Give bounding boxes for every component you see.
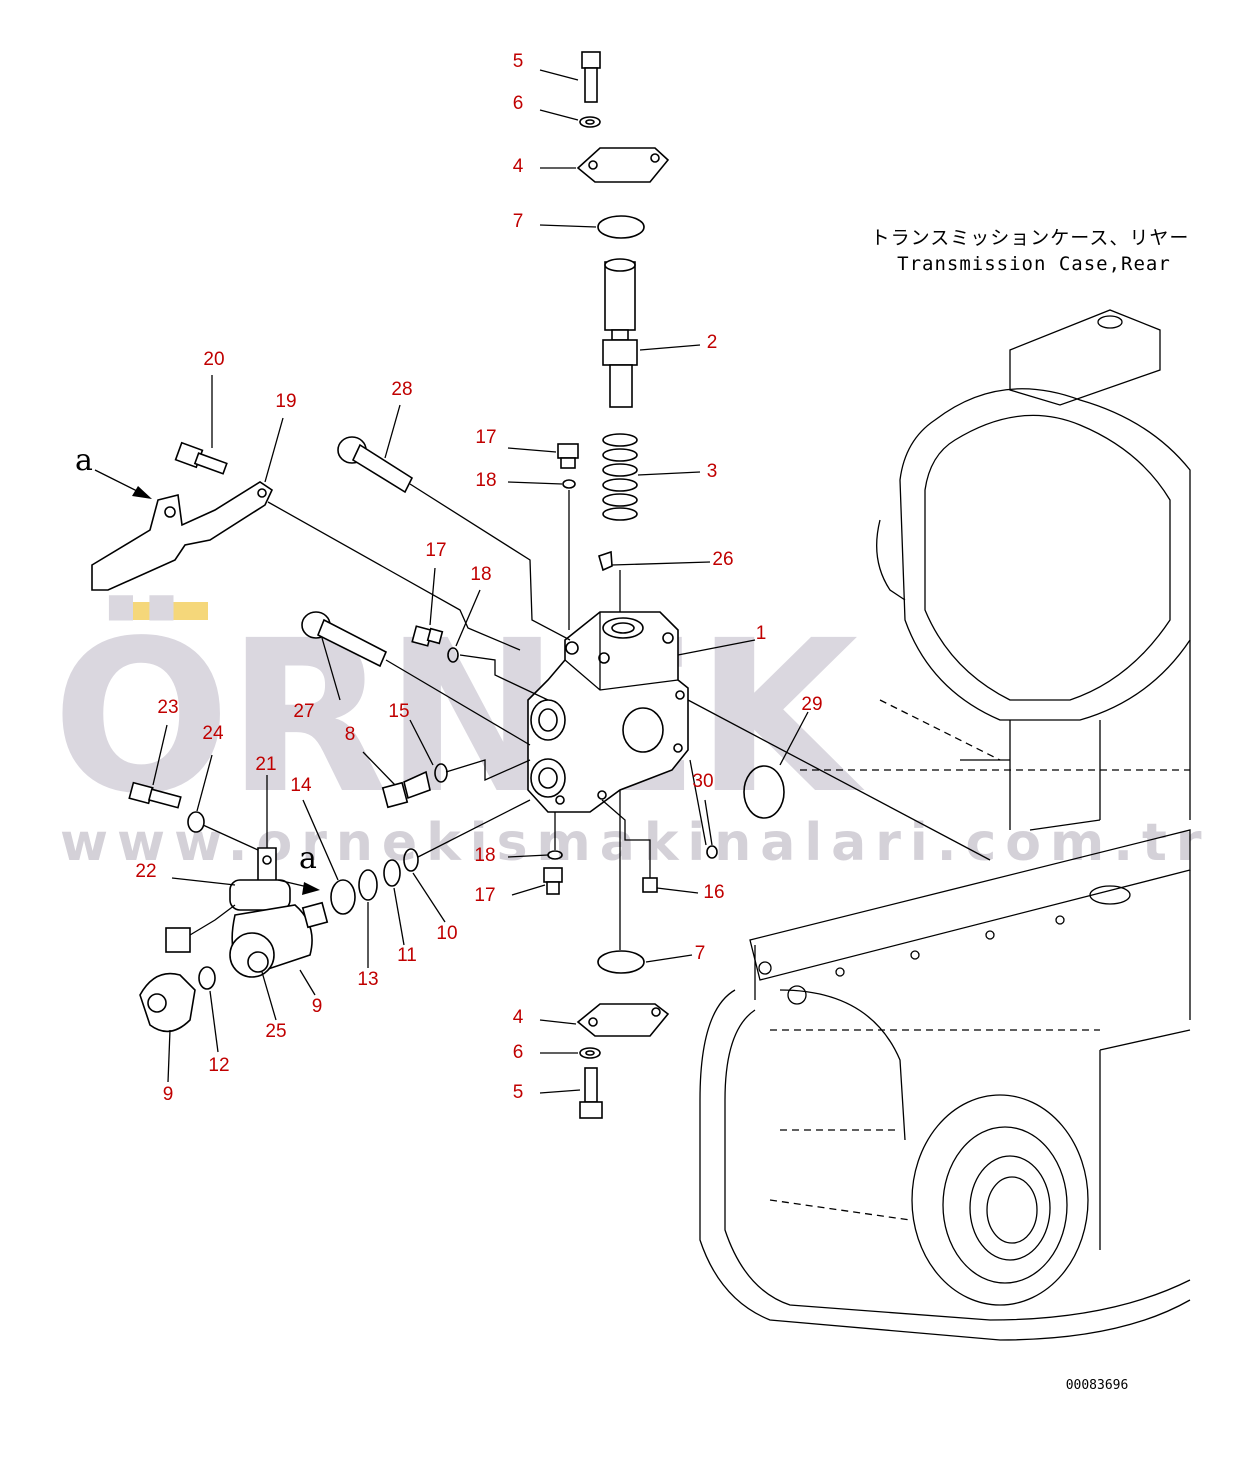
plug-16 bbox=[642, 877, 658, 893]
title-english: Transmission Case,Rear bbox=[897, 253, 1171, 275]
callout-4-bottom: 4 bbox=[513, 1007, 524, 1028]
bolt-5-bottom bbox=[579, 1067, 603, 1119]
callout-9-bottom: 9 bbox=[163, 1084, 174, 1105]
o-ring-18-top bbox=[562, 479, 576, 489]
o-ring-15 bbox=[434, 763, 448, 783]
callout-15: 15 bbox=[388, 701, 409, 722]
figure-title: トランスミッションケース、リヤー Transmission Case,Rear bbox=[871, 227, 1190, 275]
connector-25 bbox=[247, 951, 269, 973]
leader-lines bbox=[94, 69, 991, 1094]
callout-27: 27 bbox=[293, 701, 314, 722]
callout-8: 8 bbox=[345, 724, 356, 745]
callout-11: 11 bbox=[397, 945, 417, 966]
callout-21: 21 bbox=[255, 754, 276, 775]
spool-2 bbox=[602, 258, 638, 408]
callout-10: 10 bbox=[436, 923, 457, 944]
cover-4-top bbox=[576, 147, 670, 183]
callout-25: 25 bbox=[265, 1021, 286, 1042]
callout-7: 7 bbox=[513, 211, 524, 232]
plug-17-top bbox=[557, 443, 579, 469]
callout-17: 17 bbox=[475, 427, 496, 448]
callout-4: 4 bbox=[513, 156, 524, 177]
callout-18: 18 bbox=[475, 470, 496, 491]
callout-14: 14 bbox=[290, 775, 312, 796]
pin-30 bbox=[706, 845, 718, 859]
callout-6: 6 bbox=[513, 93, 524, 114]
callout-26: 26 bbox=[712, 549, 733, 570]
plug-17-mid bbox=[411, 625, 444, 647]
watermark-accent-right bbox=[170, 602, 208, 620]
o-ring-10 bbox=[403, 848, 419, 872]
view-marker-a-bottom: a bbox=[299, 841, 317, 876]
plug-26 bbox=[598, 550, 613, 572]
callout-17-bottom: 17 bbox=[474, 885, 495, 906]
callout-5: 5 bbox=[513, 51, 524, 72]
o-ring-29 bbox=[743, 765, 785, 819]
callout-30: 30 bbox=[692, 771, 713, 792]
o-ring-18-mid bbox=[447, 647, 459, 663]
callout-29: 29 bbox=[801, 694, 822, 715]
plug-8 bbox=[381, 770, 431, 809]
title-japanese: トランスミッションケース、リヤー bbox=[871, 227, 1190, 249]
callout-18-bottom: 18 bbox=[474, 845, 495, 866]
solenoid-assembly-9 bbox=[165, 847, 329, 978]
callout-6-bottom: 6 bbox=[513, 1042, 524, 1063]
callout-13: 13 bbox=[357, 969, 378, 990]
callout-19: 19 bbox=[275, 391, 296, 412]
callout-17-mid: 17 bbox=[425, 540, 446, 561]
callout-9: 9 bbox=[312, 996, 323, 1017]
o-ring-11 bbox=[383, 859, 401, 887]
part-callouts: 5 6 4 7 2 3 20 19 28 17 18 26 17 18 1 27… bbox=[135, 51, 822, 1105]
callout-20: 20 bbox=[203, 349, 224, 370]
parts-drawing bbox=[91, 51, 785, 1119]
callout-7-bottom: 7 bbox=[695, 943, 706, 964]
callout-1: 1 bbox=[756, 623, 767, 644]
bolt-20 bbox=[174, 441, 228, 475]
connector bbox=[165, 927, 191, 953]
transmission-case-drawing bbox=[699, 309, 1191, 1341]
callout-23: 23 bbox=[157, 697, 178, 718]
callout-28: 28 bbox=[391, 379, 412, 400]
document-number: 00083696 bbox=[1066, 1378, 1129, 1393]
spring-3 bbox=[602, 433, 638, 521]
callout-16: 16 bbox=[703, 882, 724, 903]
bolt-28 bbox=[337, 436, 414, 494]
bolt-23 bbox=[128, 781, 182, 809]
bolt-5-top bbox=[581, 51, 601, 103]
clamp-22 bbox=[229, 879, 291, 911]
valve-body-1 bbox=[527, 611, 689, 813]
o-ring-7-bottom bbox=[597, 950, 645, 974]
o-ring-13 bbox=[358, 869, 378, 901]
watermark-accent-left bbox=[112, 602, 150, 620]
callout-18-mid: 18 bbox=[470, 564, 491, 585]
callout-12: 12 bbox=[208, 1055, 229, 1076]
o-ring-7-top bbox=[597, 215, 645, 239]
callout-22: 22 bbox=[135, 861, 156, 882]
callout-24: 24 bbox=[202, 723, 224, 744]
plug-17-bottom bbox=[543, 867, 563, 895]
cover-4-bottom bbox=[576, 1003, 670, 1037]
callout-3: 3 bbox=[707, 461, 718, 482]
callout-2: 2 bbox=[707, 332, 718, 353]
plug-9 bbox=[139, 972, 196, 1033]
lever-19 bbox=[91, 481, 274, 591]
view-marker-a-top: a bbox=[75, 443, 93, 478]
washer-24 bbox=[187, 811, 205, 833]
bolt-27 bbox=[301, 611, 388, 668]
o-ring-12 bbox=[198, 966, 216, 990]
o-ring-14 bbox=[330, 879, 356, 915]
callout-5-bottom: 5 bbox=[513, 1082, 524, 1103]
watermark-url: www.ornekismakinalari.com.tr bbox=[60, 813, 1210, 873]
